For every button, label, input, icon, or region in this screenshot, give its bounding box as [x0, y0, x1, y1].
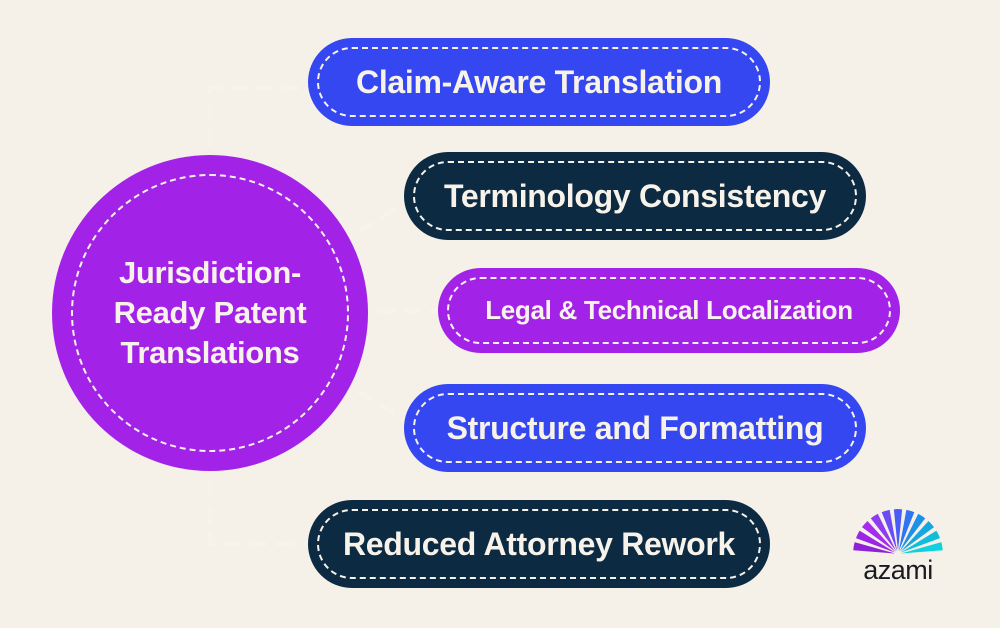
node-pill-legal-technical-localization[interactable]: Legal & Technical Localization — [438, 268, 900, 353]
hub-circle[interactable]: Jurisdiction-Ready Patent Translations — [52, 155, 368, 471]
node-label: Structure and Formatting — [446, 409, 824, 446]
node-pill-structure-and-formatting[interactable]: Structure and Formatting — [404, 384, 866, 472]
node-label: Reduced Attorney Rework — [343, 525, 735, 562]
azami-logo: azami — [845, 508, 951, 588]
node-pill-terminology-consistency[interactable]: Terminology Consistency — [404, 152, 866, 240]
node-label: Legal & Technical Localization — [485, 295, 853, 325]
azami-fan-icon — [853, 509, 943, 554]
hub-label: Jurisdiction-Ready Patent Translations — [113, 255, 307, 370]
node-pill-claim-aware-translation[interactable]: Claim-Aware Translation — [308, 38, 770, 126]
node-label: Terminology Consistency — [444, 177, 826, 214]
node-pill-reduced-attorney-rework[interactable]: Reduced Attorney Rework — [308, 500, 770, 588]
node-label: Claim-Aware Translation — [356, 63, 722, 100]
azami-wordmark: azami — [863, 555, 933, 585]
